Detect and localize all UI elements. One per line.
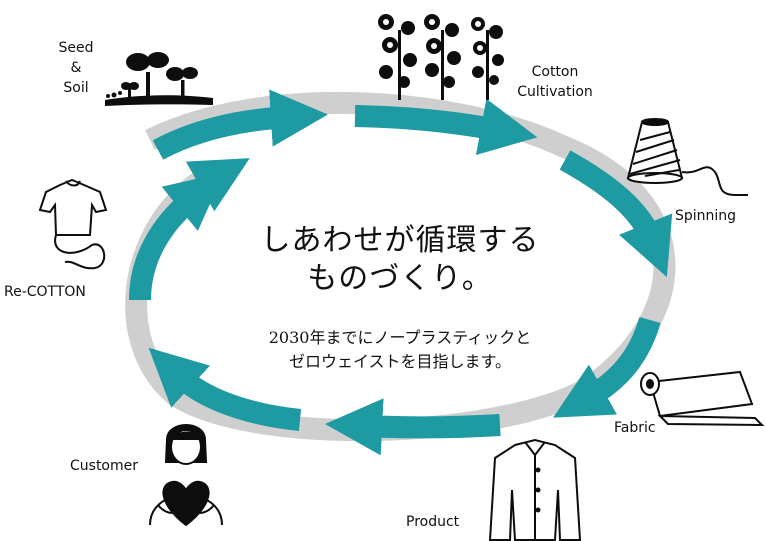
arrow-customer-to-recotton: [148, 347, 302, 431]
label-spinning: Spinning: [675, 208, 737, 224]
label-soil: Soil: [63, 80, 89, 96]
arrow-fabric-to-product: [553, 316, 661, 418]
label-product: Product: [406, 514, 460, 530]
label-cultivation: Cultivation: [517, 84, 593, 100]
subtitle: 2030年までにノープラスティックと ゼロウェイストを目指します。: [195, 326, 605, 374]
shirt-icon: [488, 438, 582, 541]
label-cotton: Cotton: [531, 64, 579, 80]
headline-line-2: ものづくり。: [307, 261, 493, 296]
sprout-icon: [105, 52, 213, 106]
tshirt-recycle-icon: [38, 178, 108, 270]
arrow-cotton-to-spinning: [354, 98, 538, 155]
headline: しあわせが循環する ものづくり。: [195, 222, 605, 298]
fabric-roll-icon: [640, 370, 765, 427]
label-fabric: Fabric: [614, 420, 656, 436]
label-recotton: Re-COTTON: [4, 284, 86, 300]
label-seed: Seed: [58, 40, 94, 56]
label-ampersand: &: [70, 60, 82, 76]
arrow-inner-loop: [180, 158, 250, 212]
person-heart-icon: [149, 424, 223, 527]
cotton-plant-icon: [378, 14, 504, 100]
arrow-recotton-to-seed: [129, 172, 224, 301]
yarn-cone-icon: [626, 118, 748, 196]
subtitle-line-2: ゼロウェイストを目指します。: [289, 352, 511, 371]
subtitle-line-1: 2030年までにノープラスティックと: [268, 328, 532, 347]
arrow-spinning-to-fabric: [559, 150, 673, 278]
label-customer: Customer: [70, 458, 139, 474]
label-cotton-cultivation: Cotton Cultivation: [505, 62, 605, 102]
arrow-seed-to-cotton: [152, 89, 328, 160]
headline-line-1: しあわせが循環する: [260, 223, 540, 258]
arrow-product-to-customer: [325, 398, 501, 456]
label-seed-soil: Seed & Soil: [56, 38, 96, 98]
